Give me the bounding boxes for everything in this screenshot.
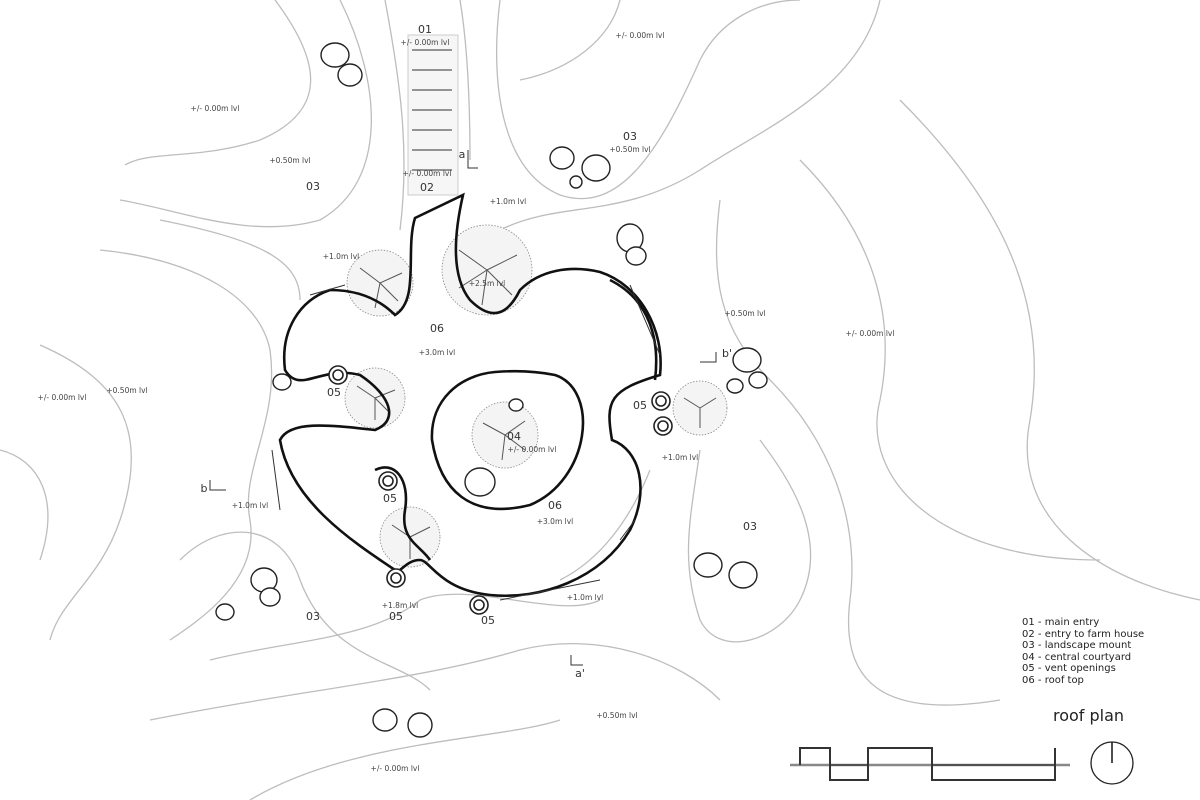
legend-item: 05 - vent openings (1022, 663, 1116, 675)
level-label: +/- 0.00m lvl (371, 764, 420, 773)
legend-item: 02 - entry to farm house (1022, 628, 1145, 640)
section-a-prime-label: a' (575, 667, 585, 680)
trees (344, 224, 728, 568)
level-label: +1.0m lvl (490, 197, 527, 206)
zone-05-label: 05 (633, 399, 647, 412)
level-label: +/- 0.00m lvl (191, 104, 240, 113)
level-label: +2.5m lvl (469, 279, 506, 288)
section-b-prime-label: b' (722, 347, 732, 360)
zone-06-label: 06 (430, 322, 444, 335)
zone-03-label: 03 (743, 520, 757, 533)
zone-03-label: 03 (306, 610, 320, 623)
zone-02-label: 02 (420, 181, 434, 194)
level-label: +1.8m lvl (382, 601, 419, 610)
zone-01-label: 01 (418, 23, 432, 36)
level-label: +1.0m lvl (323, 252, 360, 261)
legend-item: 01 - main entry (1022, 617, 1100, 628)
level-label: +1.0m lvl (567, 593, 604, 602)
zone-03-label: 03 (623, 130, 637, 143)
north-arrow-icon (1090, 741, 1134, 785)
entry-path-paving (407, 34, 459, 196)
level-label: +3.0m lvl (419, 348, 456, 357)
section-a-label: a (459, 148, 466, 161)
level-label: +/- 0.00m lvl (403, 169, 452, 178)
zone-04-label: 04 (507, 430, 521, 443)
legend-item: 04 - central courtyard (1022, 651, 1132, 663)
zone-05-label: 05 (383, 492, 397, 505)
zone-05-label: 05 (327, 386, 341, 399)
zone-05-label: 05 (389, 610, 403, 623)
building-roof-outline (271, 192, 662, 601)
vent-openings (328, 365, 673, 615)
zone-06-label: 06 (548, 499, 562, 512)
level-label: +0.50m lvl (724, 309, 765, 318)
level-labels: +/- 0.00m lvl +/- 0.00m lvl +/- 0.00m lv… (38, 31, 895, 773)
rocks (215, 42, 768, 738)
zone-labels: 01 02 03 03 03 03 04 06 06 05 05 05 05 0… (306, 23, 757, 627)
zone-05-label: 05 (481, 614, 495, 627)
section-b-label: b (201, 482, 208, 495)
zone-03-label: 03 (306, 180, 320, 193)
level-label: +1.0m lvl (232, 501, 269, 510)
level-label: +/- 0.00m lvl (508, 445, 557, 454)
level-label: +/- 0.00m lvl (616, 31, 665, 40)
level-label: +0.50m lvl (596, 711, 637, 720)
level-label: +/- 0.00m lvl (846, 329, 895, 338)
drawing-title: roof plan (1053, 706, 1125, 725)
level-label: +0.50m lvl (106, 386, 147, 395)
level-label: +0.50m lvl (269, 156, 310, 165)
legend: 01 - main entry 02 - entry to farm house… (1022, 617, 1144, 687)
level-label: +1.0m lvl (662, 453, 699, 462)
level-label: +3.0m lvl (537, 517, 574, 526)
level-label: +/- 0.00m lvl (401, 38, 450, 47)
section-markers: a b b' a' (201, 148, 733, 680)
legend-item: 06 - roof top (1022, 674, 1084, 686)
level-label: +0.50m lvl (609, 145, 650, 154)
legend-item: 03 - landscape mount (1022, 640, 1132, 652)
scale-bar (790, 747, 1070, 781)
level-label: +/- 0.00m lvl (38, 393, 87, 402)
